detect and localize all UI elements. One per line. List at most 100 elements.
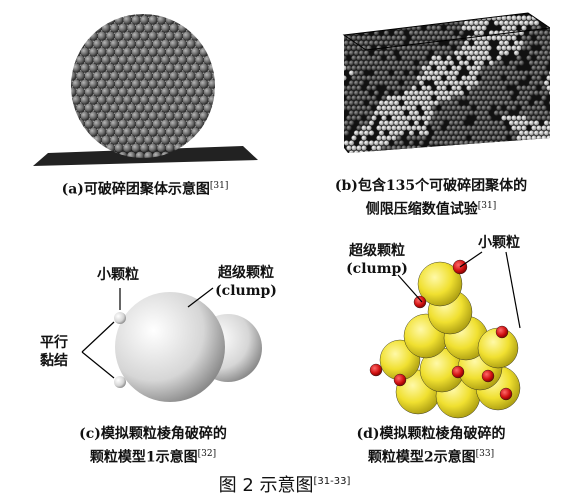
box-particle — [413, 80, 420, 86]
small-particle-top — [114, 312, 126, 324]
box-particle — [513, 40, 520, 46]
agglomerate-particle — [114, 15, 124, 25]
box-particle — [533, 30, 540, 36]
box-particle — [401, 55, 407, 61]
box-particle — [381, 65, 387, 71]
box-particle — [461, 75, 467, 81]
box-particle — [431, 135, 437, 141]
agglomerate-particle — [122, 15, 133, 25]
agglomerate-particle — [131, 127, 141, 137]
agglomerate-particle — [88, 31, 99, 41]
box-particle — [393, 130, 400, 136]
box-particle — [393, 70, 400, 76]
box-particle — [438, 80, 445, 86]
box-particle — [363, 40, 370, 46]
agglomerate-particle — [71, 127, 73, 137]
box-particle — [448, 90, 455, 96]
box-particle — [366, 125, 372, 131]
box-particle — [376, 125, 382, 131]
box-particle — [523, 70, 530, 76]
box-particle — [516, 95, 522, 101]
box-particle — [461, 95, 467, 101]
box-particle — [413, 50, 420, 56]
box-particle — [346, 105, 352, 111]
box-particle — [428, 40, 435, 46]
box-particle — [496, 105, 502, 111]
box-particle — [393, 140, 400, 146]
box-particle — [401, 115, 407, 121]
box-particle — [501, 95, 507, 101]
box-particle — [438, 30, 445, 36]
box-particle — [368, 100, 375, 106]
box-particle — [356, 65, 362, 71]
box-particle — [356, 15, 362, 21]
box-particle — [433, 110, 440, 116]
box-particle — [508, 120, 515, 126]
box-particle — [478, 140, 485, 146]
agglomerate-particle — [118, 39, 128, 49]
agglomerate-particle — [109, 71, 120, 81]
box-particle — [428, 140, 435, 146]
box-particle — [421, 95, 427, 101]
box-particle — [383, 90, 390, 96]
box-particle — [391, 145, 397, 151]
box-particle — [441, 95, 447, 101]
box-particle — [481, 95, 487, 101]
box-particle — [401, 15, 407, 21]
box-particle — [468, 110, 475, 116]
agglomerate-particle — [203, 87, 213, 97]
agglomerate-particle — [97, 127, 107, 137]
agglomerate-particle — [194, 119, 205, 129]
box-particle — [398, 50, 405, 56]
box-particle — [453, 120, 460, 126]
box-particle — [501, 115, 507, 121]
box-particle — [471, 55, 477, 61]
box-particle — [431, 75, 437, 81]
box-particle — [518, 100, 525, 106]
agglomerate-particle — [139, 143, 150, 153]
box-particle — [411, 55, 417, 61]
agglomerate-particle — [71, 23, 77, 33]
box-particle — [448, 40, 455, 46]
box-particle — [528, 40, 535, 46]
box-particle — [453, 140, 460, 146]
agglomerate-particle — [118, 119, 128, 129]
box-particle — [451, 125, 457, 131]
box-particle — [541, 45, 547, 51]
agglomerate-particle — [173, 127, 184, 137]
agglomerate-particle — [122, 127, 133, 137]
box-particle — [473, 130, 480, 136]
agglomerate-particle — [160, 23, 171, 33]
agglomerate-particle — [152, 119, 162, 129]
box-particle — [356, 95, 362, 101]
box-particle — [518, 110, 525, 116]
panel-a-caption: (a)可破碎团聚体示意图[31] — [61, 181, 229, 198]
box-particle — [421, 75, 427, 81]
box-particle — [481, 115, 487, 121]
box-particle — [391, 95, 397, 101]
agglomerate-particle — [135, 71, 145, 81]
box-particle — [478, 150, 485, 153]
box-particle — [376, 15, 382, 21]
box-particle — [418, 150, 425, 153]
agglomerate-particle — [165, 79, 175, 89]
box-particle — [503, 80, 510, 86]
box-particle — [468, 70, 475, 76]
agglomerate-particle — [92, 119, 103, 129]
box-particle — [498, 120, 505, 126]
box-particle — [383, 110, 390, 116]
box-particle — [496, 45, 502, 51]
box-particle — [416, 145, 422, 151]
agglomerate-particle — [156, 111, 167, 121]
agglomerate-particle — [160, 87, 171, 97]
box-particle — [401, 145, 407, 151]
box-particle — [536, 125, 542, 131]
agglomerate-particle — [139, 15, 150, 25]
box-particle — [381, 115, 387, 121]
agglomerate-particle — [126, 23, 137, 33]
box-particle — [408, 110, 415, 116]
box-particle — [458, 60, 465, 66]
box-particle — [496, 85, 502, 91]
box-particle — [541, 85, 547, 91]
box-particle — [396, 15, 402, 21]
